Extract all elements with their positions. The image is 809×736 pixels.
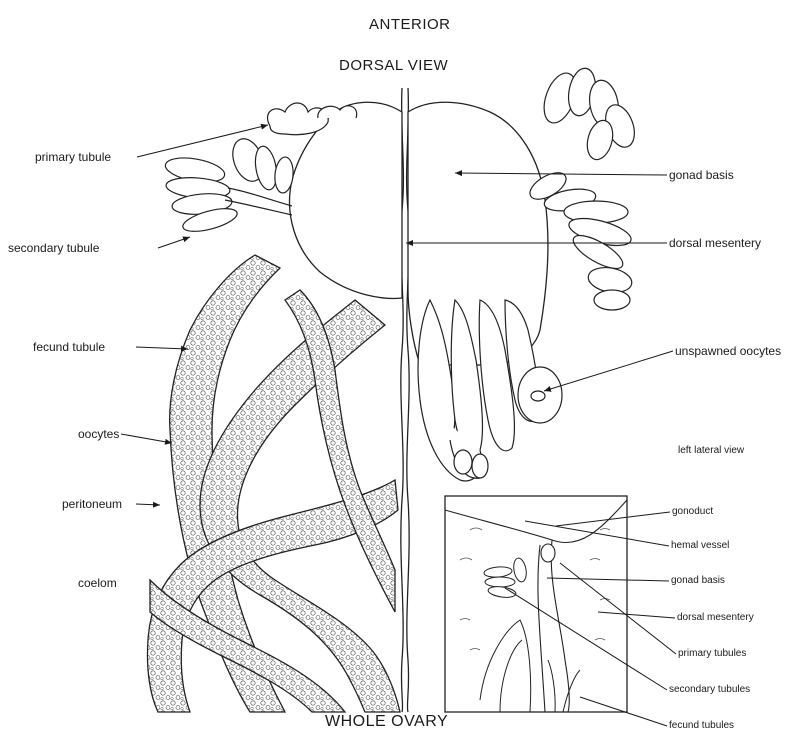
coelom-label: coelom bbox=[78, 577, 117, 589]
inset-gonad-basis-label: gonad basis bbox=[671, 576, 725, 586]
inset-gonoduct-label: gonoduct bbox=[672, 507, 713, 517]
oocytes-label: oocytes bbox=[78, 428, 119, 440]
inset-secondary-tubules-label: secondary tubules bbox=[669, 685, 750, 695]
dorsal-mesentery-label: dorsal mesentery bbox=[669, 237, 761, 249]
inset-primary-tubules-label: primary tubules bbox=[678, 649, 746, 659]
peritoneum-label: peritoneum bbox=[62, 498, 122, 510]
fecund-tubules-left bbox=[147, 255, 400, 712]
lateral-view-inset bbox=[445, 496, 627, 712]
primary-tubule-label: primary tubule bbox=[35, 151, 111, 163]
fecund-tubule-label: fecund tubule bbox=[33, 341, 105, 353]
inset-dorsal-mesentery-label: dorsal mesentery bbox=[677, 613, 754, 623]
inset-hemal-vessel-label: hemal vessel bbox=[671, 541, 729, 551]
dorsal-view-title: DORSAL VIEW bbox=[339, 58, 448, 73]
left-lateral-view-label: left lateral view bbox=[678, 446, 744, 456]
secondary-tubules-left bbox=[164, 135, 295, 236]
secondary-tubule-label: secondary tubule bbox=[8, 242, 99, 254]
inset-fecund-tubules-label: fecund tubules bbox=[669, 721, 734, 731]
anterior-title: ANTERIOR bbox=[369, 17, 451, 32]
whole-ovary-title: WHOLE OVARY bbox=[325, 714, 448, 730]
gonad-basis-label: gonad basis bbox=[669, 169, 734, 181]
unspawned-oocytes-label: unspawned oocytes bbox=[675, 345, 781, 357]
